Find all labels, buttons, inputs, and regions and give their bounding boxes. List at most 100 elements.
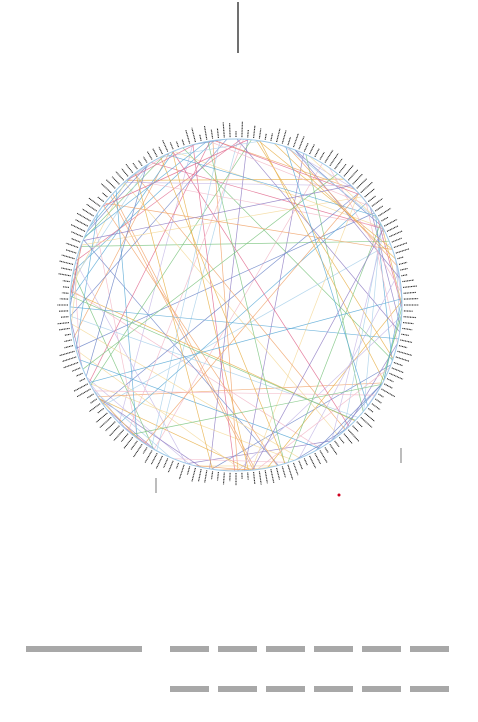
network-node-label [389,372,404,380]
network-node-label [381,388,395,398]
network-node-label [222,472,225,485]
legend-bar [266,686,305,692]
network-edge [295,428,347,461]
network-node-label [61,254,75,260]
network-node-label [386,378,394,383]
network-node-label [334,440,340,448]
network-node-label [62,286,69,288]
network-node-label [60,316,69,318]
network-node-label [253,472,256,485]
network-node-label [88,197,101,207]
network-edge [102,192,359,405]
network-node-label [352,425,359,433]
network-edge [365,201,398,344]
network-edge [82,173,338,370]
network-node-label [132,162,138,170]
network-edge [166,154,377,217]
network-edge [106,409,156,451]
network-node-label [137,159,143,167]
network-node-label [87,393,94,399]
network-node-label [347,429,360,442]
network-edge [86,376,191,465]
network-edge [97,396,141,441]
network-edge [287,147,398,267]
network-node-label [403,285,418,288]
network-node-label [120,433,129,442]
network-node-label [371,403,381,411]
network-edge [131,383,382,435]
network-node-label [155,455,163,469]
network-edge [88,140,211,383]
network-node-label [319,151,325,160]
network-node-label [76,388,91,398]
network-edge [156,138,239,451]
legend-bar [170,646,209,652]
network-node-label [343,164,354,177]
network-node-label [163,458,169,468]
network-edge [97,382,383,398]
network-node-label [76,212,91,222]
network-node-label [338,437,345,444]
network-node-label [63,339,72,343]
network-node-label [199,134,202,141]
legend-bar [362,686,401,692]
network-node-ring [57,121,419,486]
network-edge [127,178,383,228]
network-node-label [121,168,129,177]
network-node-label [276,467,281,480]
network-edge [150,162,384,230]
network-node-label [378,207,392,217]
network-node-label [101,192,108,198]
network-node-label [105,179,116,189]
network-node-label [264,470,268,484]
network-edge [330,382,383,442]
network-node-label [105,421,116,432]
network-node-label [71,231,83,238]
network-edge [75,212,375,349]
network-node-label [150,453,158,465]
network-node-label [142,156,148,163]
network-node-label [78,378,86,382]
network-node-label [62,280,70,283]
network-node-label [59,350,75,357]
network-node-label [398,261,408,265]
network-node-label [181,139,185,146]
legend-bar [266,646,305,652]
network-node-label [374,398,382,404]
network-node-label [229,123,231,138]
network-node-label [144,450,153,463]
network-node-label [395,248,410,254]
network-node-label [276,128,281,143]
network-edge [159,140,262,159]
network-node-label [99,416,112,428]
network-node-label [175,140,180,148]
network-node-label [303,142,309,152]
network-node-label [70,237,81,243]
network-node-label [167,460,174,473]
network-node-label [71,367,81,372]
network-node-label [241,121,243,138]
network-node-label [64,333,71,336]
network-node-label [65,249,77,254]
network-node-label [64,345,74,349]
network-node-label [401,333,410,337]
network-node-label [403,298,419,300]
network-node-label [57,322,69,325]
network-edge [103,205,278,466]
network-node-label [391,367,404,374]
network-edge [381,225,403,306]
network-edge [266,300,403,469]
network-node-label [247,129,249,138]
network-node-label [264,133,267,140]
network-node-label [393,242,408,249]
network-node-label [216,127,219,138]
network-edge [70,323,301,459]
network-edge [252,228,384,471]
network-node-label [185,129,191,144]
network-node-label [324,447,329,453]
network-node-label [401,274,408,277]
network-node-label [364,188,375,198]
legend-bar [410,686,449,692]
network-edge [85,165,148,377]
